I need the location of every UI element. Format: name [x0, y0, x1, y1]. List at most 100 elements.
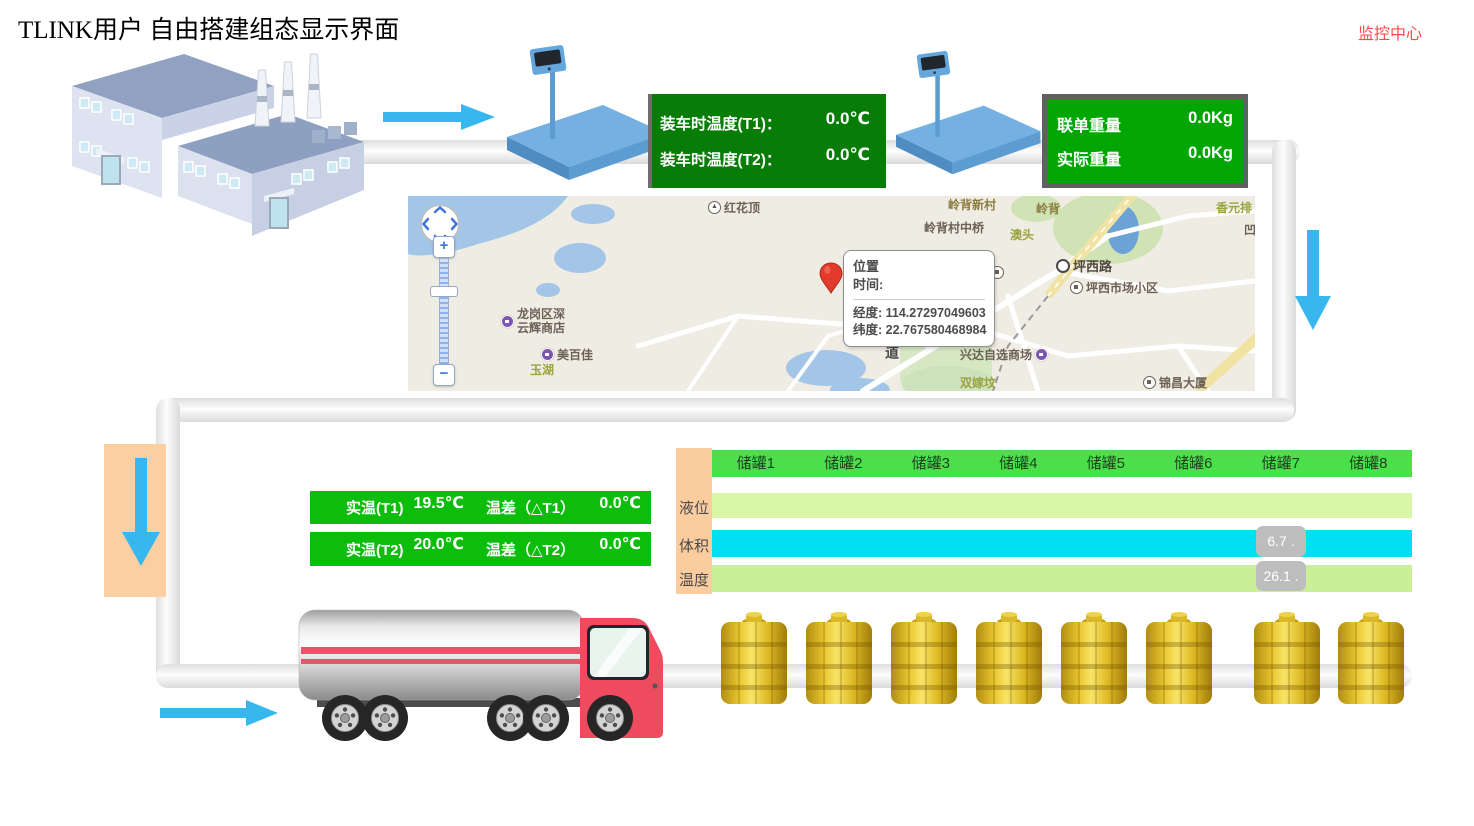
- map-info-popup: 位置 时间: 经度: 114.27297049603 纬度: 22.767580…: [843, 250, 995, 347]
- row-label-temperature: 温度: [679, 572, 710, 589]
- waybill-weight-value: 0.0Kg: [1188, 109, 1233, 128]
- loading-temp-t1-value: 0.0℃: [825, 109, 870, 128]
- map-label: ▲红花顶: [708, 199, 760, 216]
- tank-header: 储罐2: [824, 455, 863, 472]
- loading-temp-t2-value: 0.0℃: [825, 145, 870, 164]
- pipe-right: [1272, 140, 1296, 422]
- flow-arrow-down-left: [122, 458, 160, 566]
- truck-wheel: [361, 694, 409, 742]
- tank-table-header: 储罐1 储罐2 储罐3 储罐4 储罐5 储罐6 储罐7 储罐8: [712, 450, 1412, 477]
- tank-header: 储罐5: [1086, 455, 1125, 472]
- map-zoom-handle[interactable]: [430, 286, 458, 297]
- factory-illustration: [72, 53, 364, 236]
- tank-header: 储罐1: [736, 455, 775, 472]
- temp-diff-t2-label: 温差（△T2）: [486, 541, 576, 559]
- row-label-liquid-level: 液位: [679, 500, 710, 517]
- row-label-volume: 体积: [679, 538, 710, 555]
- map-label: 澳头: [1010, 228, 1035, 242]
- map-label: 锦昌大厦: [1143, 374, 1207, 391]
- storage-tank: [806, 612, 872, 704]
- popup-time-label: 时间:: [853, 276, 884, 292]
- truck-wheel: [522, 694, 570, 742]
- map-label: 双嫁坟: [960, 376, 997, 390]
- weighbridge-scale-1: [507, 45, 665, 180]
- popup-position-label: 位置: [853, 259, 880, 274]
- loading-temp-t2-label: 装车时温度(T2)：: [660, 152, 782, 169]
- panel-row: 联单重量 0.0Kg: [1057, 109, 1233, 136]
- tank-table-label-column: [676, 448, 712, 594]
- truck-wheel: [586, 694, 634, 742]
- tank-header: 储罐4: [999, 455, 1038, 472]
- monitor-center-link[interactable]: 监控中心: [1358, 26, 1423, 43]
- page-title: TLINK用户 自由搭建组态显示界面: [18, 17, 400, 44]
- temp-diff-t1-value: 0.0℃: [599, 494, 641, 512]
- panel-row: 装车时温度(T1)： 0.0℃: [660, 109, 878, 134]
- flow-arrow-right-top: [383, 104, 495, 130]
- map-zoom-in-button[interactable]: +: [433, 236, 455, 258]
- location-map[interactable]: ▲红花顶 岭背新村 岭背 岭背村中桥 澳头 香元排 凹 坪西路 坪西市场小区 香…: [408, 196, 1255, 391]
- tank-header: 储罐6: [1174, 455, 1213, 472]
- shop-poi-icon: [541, 348, 554, 361]
- map-label: 岭背村中桥: [924, 221, 985, 235]
- tank-header: 储罐8: [1349, 455, 1388, 472]
- volume-value-badge: 6.7 .: [1256, 526, 1306, 557]
- map-label: 龙岗区深云辉商店: [501, 307, 571, 336]
- storage-tank: [891, 612, 957, 704]
- loading-temperature-panel: 装车时温度(T1)： 0.0℃ 装车时温度(T2)： 0.0℃: [648, 94, 886, 188]
- storage-tank: [976, 612, 1042, 704]
- map-label: 岭背: [1036, 202, 1061, 216]
- popup-longitude: 经度: 114.27297049603: [853, 306, 986, 321]
- map-label: 兴达自选商场: [960, 346, 1049, 363]
- pipe-middle: [162, 398, 1294, 422]
- liquid-level-row: [712, 493, 1412, 518]
- panel-row: 实际重量 0.0Kg: [1057, 143, 1233, 170]
- building-poi-icon: [1143, 376, 1156, 389]
- map-label: 岭背新村: [948, 198, 997, 212]
- shop-poi-icon: [501, 315, 514, 329]
- mountain-poi-icon: ▲: [708, 201, 721, 214]
- temp-diff-t1-label: 温差（△T1）: [486, 500, 576, 517]
- popup-latitude: 纬度: 22.767580468984: [853, 322, 987, 337]
- building-poi-icon: [1070, 281, 1083, 294]
- tank-header: 储罐3: [911, 455, 950, 472]
- weight-panel: 联单重量 0.0Kg 实际重量 0.0Kg: [1042, 94, 1248, 188]
- volume-row: [712, 530, 1412, 557]
- tanker-truck: [298, 609, 663, 742]
- map-label: 美百佳: [541, 346, 593, 363]
- real-temp-t1-value: 19.5℃: [413, 494, 465, 512]
- storage-tank: [1338, 612, 1404, 704]
- truck-wheel: [321, 694, 369, 742]
- map-label: 凹: [1244, 223, 1255, 237]
- actual-weight-value: 0.0Kg: [1188, 143, 1233, 162]
- panel-row: 装车时温度(T2)： 0.0℃: [660, 145, 878, 170]
- storage-tank: [1146, 612, 1212, 704]
- temperature-row: [712, 565, 1412, 592]
- tank-stripe: [301, 647, 582, 654]
- weighbridge-scale-2: [895, 50, 1041, 175]
- road-poi-icon: [1056, 258, 1070, 273]
- flow-arrow-down-right: [1295, 230, 1331, 330]
- temp-diff-t2-value: 0.0℃: [599, 536, 641, 553]
- map-zoom-track[interactable]: [439, 258, 449, 378]
- real-temp-bar-1: 实温(T1) 19.5℃ 温差（△T1） 0.0℃: [310, 491, 651, 524]
- map-label: 坪西市场小区: [1070, 279, 1158, 296]
- map-label: 玉湖: [530, 363, 555, 377]
- real-temp-t1-label: 实温(T1): [346, 500, 404, 517]
- actual-weight-label: 实际重量: [1057, 152, 1122, 170]
- flow-arrow-right-bottom: [160, 700, 278, 726]
- map-zoom-out-button[interactable]: −: [433, 364, 455, 386]
- tank-stripe: [301, 659, 582, 664]
- real-temp-bar-2: 实温(T2) 20.0℃ 温差（△T2） 0.0℃: [310, 532, 651, 566]
- storage-tank: [1254, 612, 1320, 704]
- location-pin-icon[interactable]: [819, 262, 843, 294]
- real-temp-t2-label: 实温(T2): [346, 541, 404, 559]
- storage-tank: [1061, 612, 1127, 704]
- map-label: 香元排: [1216, 201, 1253, 215]
- tank-header: 储罐7: [1261, 455, 1300, 472]
- storage-tank: [721, 612, 787, 704]
- loading-temp-t1-label: 装车时温度(T1)：: [660, 116, 782, 133]
- temperature-value-badge: 26.1 .: [1256, 561, 1306, 591]
- shop-poi-icon: [1035, 348, 1049, 361]
- popup-divider: [853, 299, 985, 301]
